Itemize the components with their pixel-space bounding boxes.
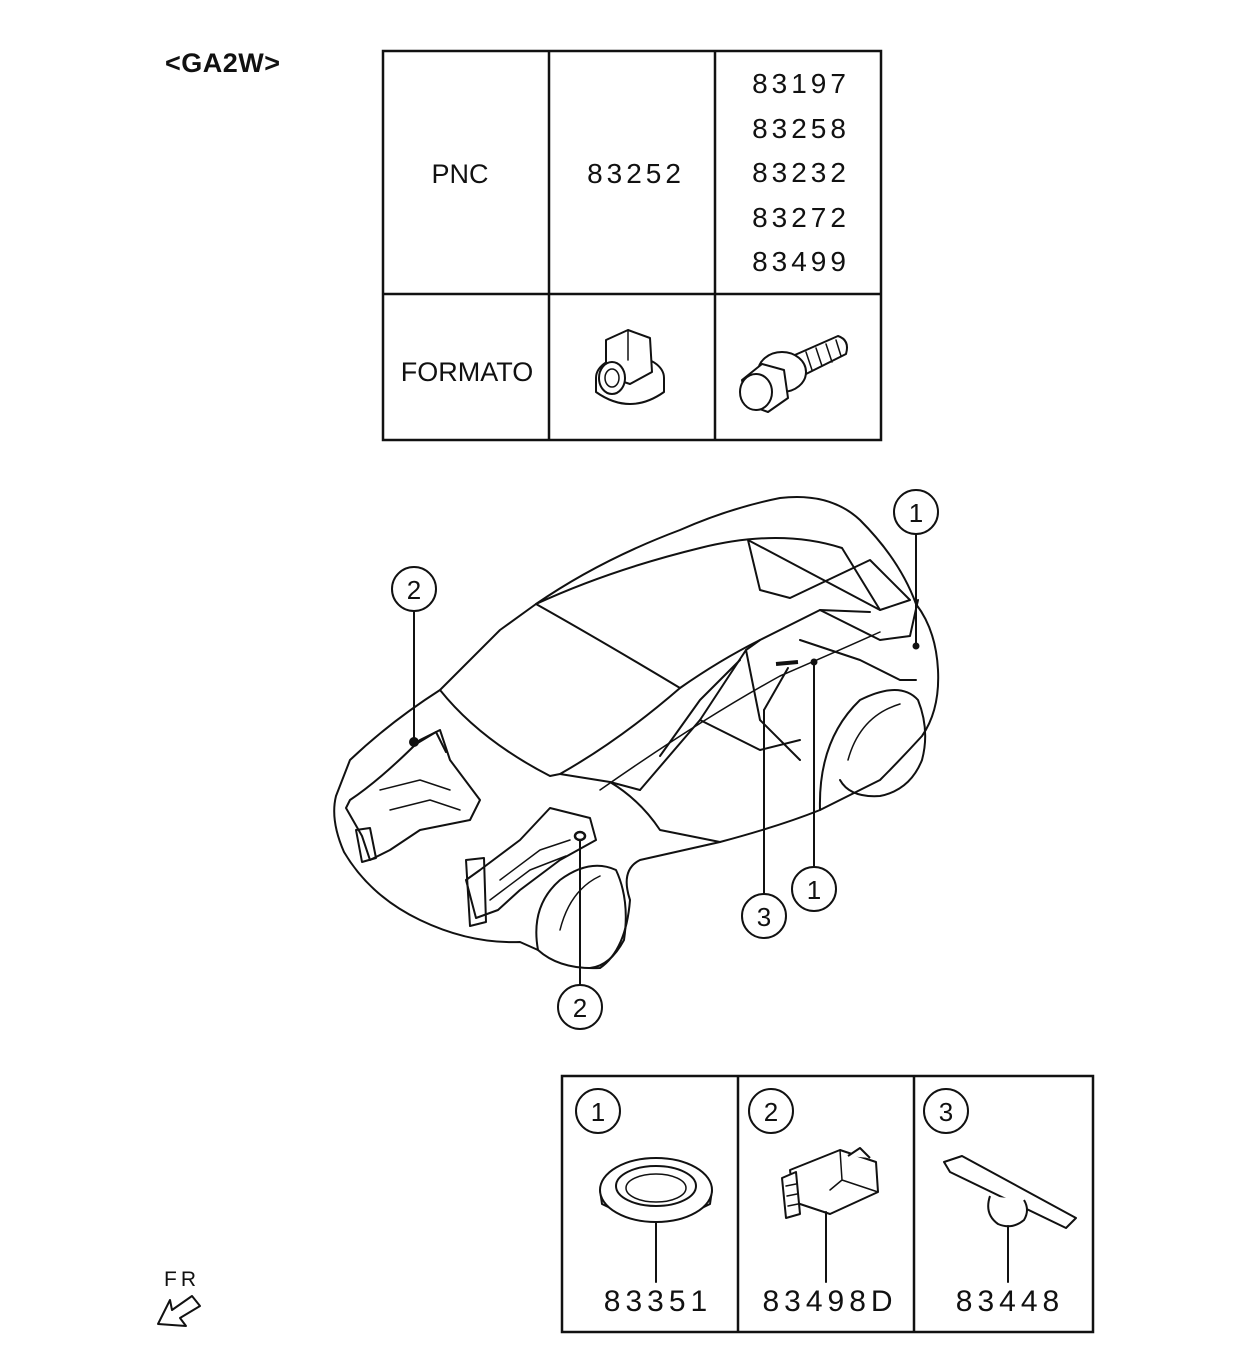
svg-text:2: 2 — [407, 575, 421, 605]
front-direction-indicator: FR — [157, 1268, 201, 1327]
pnc-code: 83232 — [752, 157, 850, 188]
connector-icon — [781, 1147, 879, 1283]
svg-text:1: 1 — [807, 875, 821, 905]
pnc-code: 83258 — [752, 113, 850, 144]
callout-leaders — [409, 531, 920, 987]
svg-text:3: 3 — [757, 902, 771, 932]
pnc-code: 83499 — [752, 246, 850, 277]
windshield — [439, 603, 681, 777]
callout-floor-clip: 3 — [741, 893, 787, 939]
pnc-code: 83197 — [752, 68, 850, 99]
vehicle-wiring-diagram — [333, 495, 940, 970]
pnc-code: 83252 — [587, 158, 685, 189]
model-code: <GA2W> — [165, 48, 281, 78]
callout-front-right-connector: 2 — [557, 984, 603, 1030]
flange-nut-icon — [595, 329, 665, 405]
front-direction-label: FR — [164, 1268, 200, 1291]
part-code: 83448 — [956, 1285, 1064, 1318]
front-direction-arrow-icon — [157, 1295, 201, 1327]
svg-text:2: 2 — [573, 993, 587, 1023]
grommet-icon — [599, 1157, 713, 1283]
part-code: 83498D — [762, 1285, 897, 1318]
part-code: 83351 — [604, 1285, 712, 1318]
callout-rear-grommet: 1 — [893, 489, 939, 535]
row-label-pnc: PNC — [431, 159, 488, 189]
part-number: 1 — [591, 1097, 605, 1127]
part-number: 3 — [939, 1097, 953, 1127]
part-number: 2 — [764, 1097, 778, 1127]
harness-clip-icon — [943, 1155, 1077, 1283]
pnc-table: PNC FORMATO 83252 83197 83258 83232 8327… — [381, 49, 883, 442]
pnc-code: 83272 — [752, 202, 850, 233]
callout-front-left-connector: 2 — [391, 566, 437, 612]
flange-bolt-icon — [739, 335, 848, 413]
row-label-formato: FORMATO — [401, 357, 534, 387]
svg-text:1: 1 — [909, 498, 923, 528]
parts-table: 1 2 3 83351 — [560, 1074, 1095, 1334]
car-body-outline — [333, 495, 940, 970]
callout-floor-grommet: 1 — [791, 866, 837, 912]
